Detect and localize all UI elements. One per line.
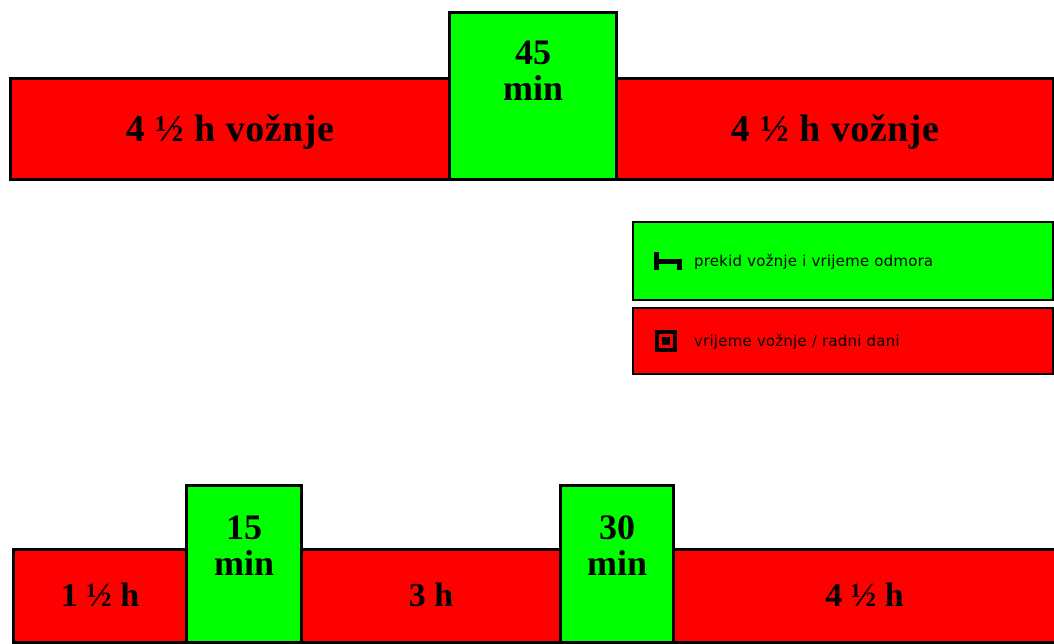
bottom-drive-label-1: 1 ½ h (60, 577, 140, 614)
bottom-drive-label-3: 4 ½ h (825, 577, 904, 614)
bottom-break-block-1: 15 min (185, 484, 303, 644)
legend-break-item: prekid vožnje i vrijeme odmora (632, 221, 1054, 301)
top-break-block: 45 min (448, 11, 618, 181)
bottom-break-1-unit: min (213, 543, 274, 583)
legend-drive-label: vrijeme vožnje / radni dani (694, 332, 900, 350)
top-drive-label-2: 4 ½ h vožnje (730, 108, 940, 150)
top-break-number: 45 (515, 32, 551, 72)
bottom-drive-label-2: 3 h (408, 577, 454, 614)
top-drive-label-1: 4 ½ h vožnje (125, 108, 335, 150)
legend-drive-item: vrijeme vožnje / radni dani (632, 307, 1054, 375)
bottom-drive-segment-3: 4 ½ h (672, 548, 1054, 644)
top-drive-segment-2: 4 ½ h vožnje (615, 77, 1054, 181)
bottom-drive-segment-1: 1 ½ h (12, 548, 188, 644)
legend-break-label: prekid vožnje i vrijeme odmora (694, 252, 934, 270)
bed-icon (654, 250, 686, 272)
top-drive-segment-1: 4 ½ h vožnje (9, 77, 451, 181)
steering-wheel-icon (654, 330, 686, 352)
bottom-break-2-unit: min (586, 543, 647, 583)
bottom-break-block-2: 30 min (559, 484, 675, 644)
bottom-break-2-number: 30 (599, 507, 635, 547)
bottom-break-1-number: 15 (226, 507, 262, 547)
bottom-drive-segment-2: 3 h (300, 548, 562, 644)
top-break-unit: min (502, 68, 563, 108)
